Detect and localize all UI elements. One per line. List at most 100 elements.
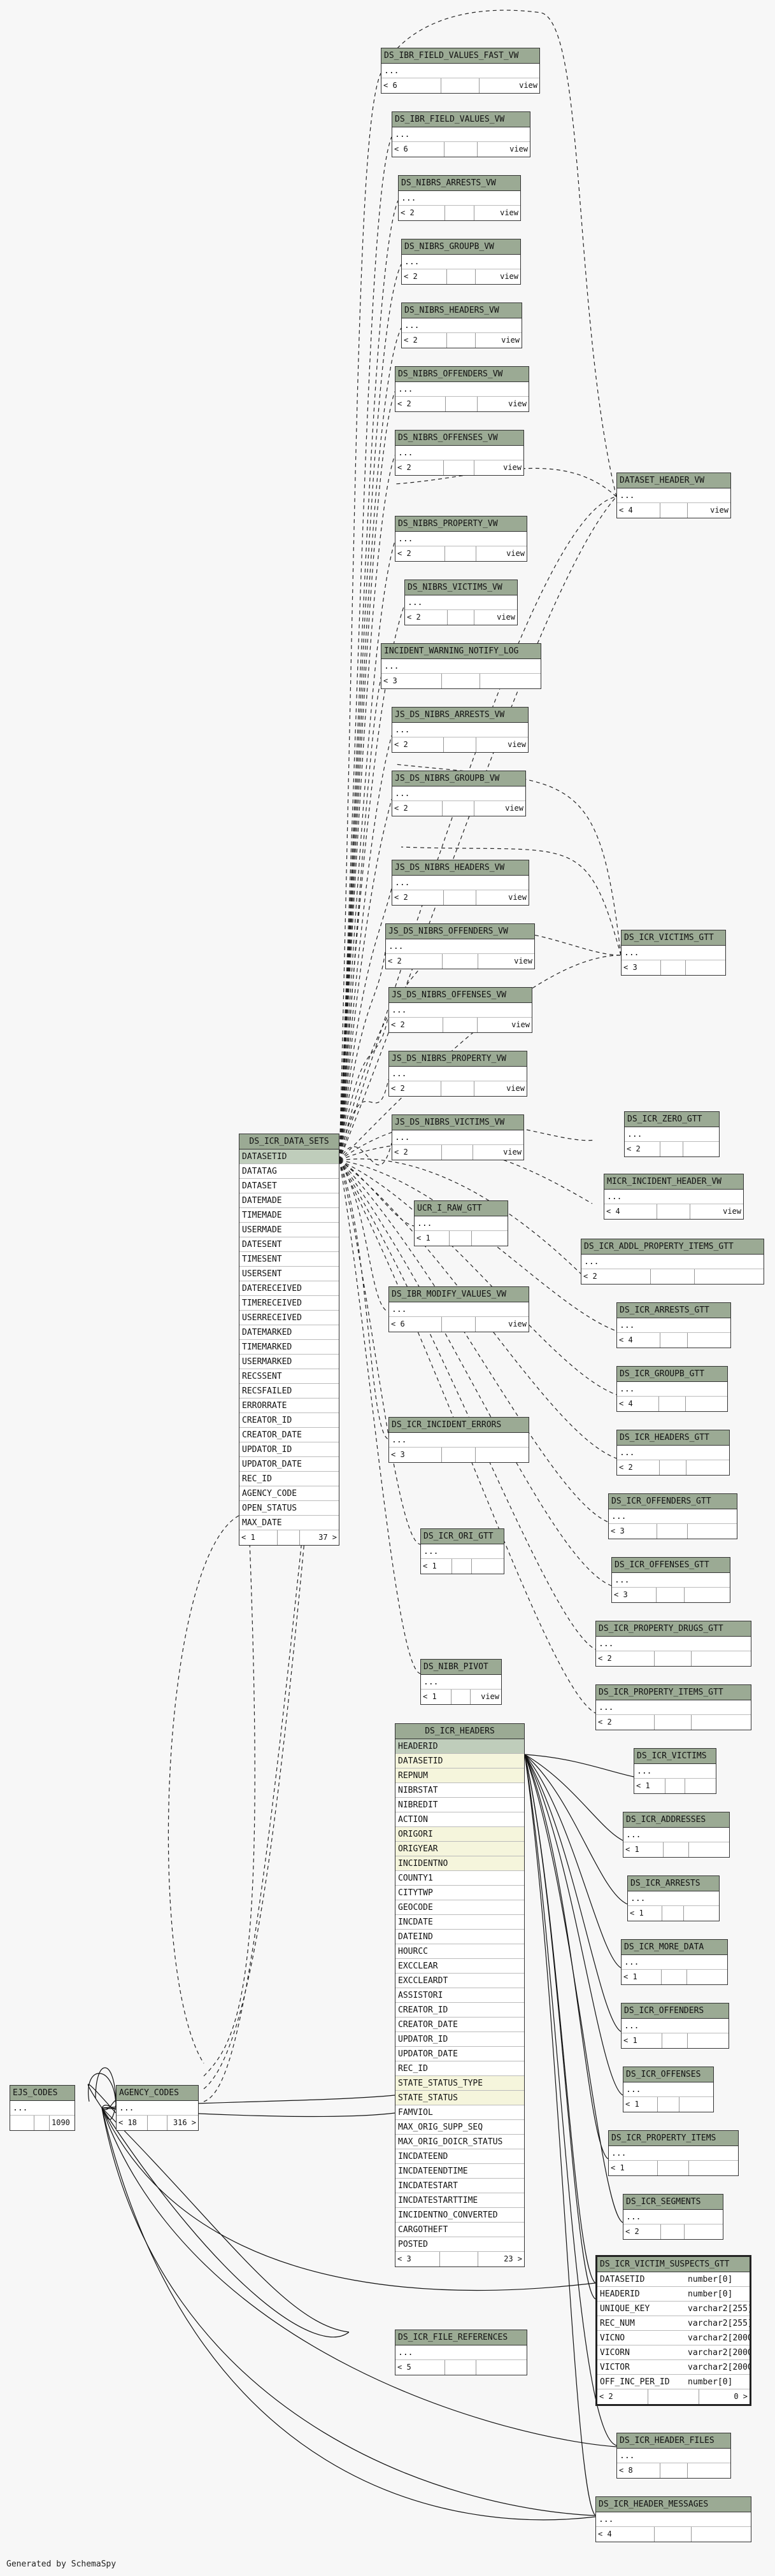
table-stats: < 1 — [622, 1970, 727, 1984]
table-name: MICR_INCIDENT_HEADER_VW — [604, 1174, 743, 1190]
table-arrs[interactable]: DS_ICR_ARRESTS...< 1 — [627, 1875, 720, 1921]
column-placeholder: ... — [622, 946, 725, 960]
table-hfil[interactable]: DS_ICR_HEADER_FILES...< 8 — [616, 2433, 731, 2479]
column-placeholder: ... — [622, 2019, 729, 2033]
table-stats: < 1 — [623, 1842, 729, 1857]
table-prit[interactable]: DS_ICR_PROPERTY_ITEMS...< 1 — [608, 2130, 739, 2176]
table-argt[interactable]: DS_ICR_ARRESTS_GTT...< 4 — [616, 1302, 731, 1348]
column-dateind: DATEIND — [395, 1930, 524, 1944]
table-name: DS_ICR_HEADERS_GTT — [617, 1430, 729, 1446]
table-ejs[interactable]: EJS_CODES...1090 > — [10, 2085, 75, 2131]
column-placeholder: ... — [617, 1446, 729, 1460]
table-fref[interactable]: DS_ICR_FILE_REFERENCES...< 5 — [395, 2330, 527, 2375]
table-name: EJS_CODES — [10, 2086, 75, 2101]
table-offs[interactable]: DS_ICR_OFFENSES...< 1 — [623, 2067, 714, 2112]
table-name: DS_NIBRS_HEADERS_VW — [402, 303, 522, 318]
table-segs[interactable]: DS_ICR_SEGMENTS...< 2 — [623, 2194, 723, 2240]
table-offd[interactable]: DS_ICR_OFFENDERS...< 1 — [621, 2003, 729, 2049]
table-vics[interactable]: DS_ICR_VICTIMS...< 1 — [634, 1748, 716, 1794]
table-pdgt[interactable]: DS_ICR_PROPERTY_DRUGS_GTT...< 2 — [595, 1621, 751, 1667]
table-hmsg[interactable]: DS_ICR_HEADER_MESSAGES...< 4 — [595, 2496, 751, 2542]
table-hdgt[interactable]: DS_ICR_HEADERS_GTT...< 2 — [616, 1430, 730, 1476]
table-grgt[interactable]: DS_ICR_GROUPB_GTT...< 4 — [616, 1366, 728, 1412]
column-placeholder: ... — [381, 64, 539, 78]
table-name: DS_NIBRS_VICTIMS_VW — [405, 580, 517, 595]
column-datemarked: DATEMARKED — [239, 1325, 339, 1340]
table-vgtt[interactable]: DS_ICR_VICTIMS_GTT...< 3 — [621, 930, 726, 976]
table-addr[interactable]: DS_ICR_ADDRESSES...< 1 — [623, 1812, 730, 1858]
table-zero[interactable]: DS_ICR_ZERO_GTT...< 2 — [624, 1111, 720, 1157]
table-inerr[interactable]: DS_ICR_INCIDENT_ERRORS...< 3 — [388, 1417, 529, 1463]
column-exccleardt: EXCCLEARDT — [395, 1974, 524, 1988]
table-more[interactable]: DS_ICR_MORE_DATA...< 1 — [621, 1939, 728, 1985]
column-placeholder: ... — [399, 191, 520, 206]
column-placeholder: ... — [381, 659, 541, 674]
table-stats: < 4 — [617, 1397, 727, 1411]
table-stats: < 1 — [623, 2097, 713, 2112]
column-action: ACTION — [395, 1812, 524, 1827]
table-pigt[interactable]: DS_ICR_PROPERTY_ITEMS_GTT...< 2 — [595, 1684, 751, 1730]
table-name: DS_ICR_OFFENDERS — [622, 2003, 729, 2019]
column-placeholder: ... — [617, 2449, 730, 2463]
table-stats: < 3 — [381, 674, 541, 688]
column-placeholder: ... — [421, 1675, 501, 1690]
column-origori: ORIGORI — [395, 1827, 524, 1842]
column-usermarked: USERMARKED — [239, 1355, 339, 1369]
column-placeholder: ... — [395, 382, 529, 397]
table-osgt[interactable]: DS_ICR_OFFENSES_GTT...< 3 — [611, 1557, 730, 1603]
column-timesent: TIMESENT — [239, 1252, 339, 1267]
table-stats: < 2 — [596, 1651, 751, 1666]
table-stats: < 1 — [421, 1559, 504, 1574]
column-placeholder: ... — [628, 1891, 719, 1906]
column-placeholder: ... — [392, 1130, 523, 1145]
column-userreceived: USERRECEIVED — [239, 1311, 339, 1325]
table-adpr[interactable]: DS_ICR_ADDL_PROPERTY_ITEMS_GTT...< 2 — [581, 1239, 764, 1284]
table-uraw[interactable]: UCR_I_RAW_GTT...< 1 — [414, 1200, 508, 1246]
table-origt[interactable]: DS_ICR_ORI_GTT...< 1 — [420, 1528, 504, 1574]
generated-by-footer: Generated by SchemaSpy — [6, 2559, 117, 2569]
table-ofgt[interactable]: DS_ICR_OFFENDERS_GTT...< 3 — [608, 1493, 737, 1539]
column-creator-date: CREATOR_DATE — [239, 1428, 339, 1442]
table-iwnl[interactable]: INCIDENT_WARNING_NOTIFY_LOG...< 3 — [381, 643, 541, 689]
table-name: DS_ICR_OFFENSES — [623, 2067, 713, 2082]
column-incidentno-converted: INCIDENTNO_CONVERTED — [395, 2208, 524, 2223]
column-agency-code: AGENCY_CODE — [239, 1486, 339, 1501]
table-stats: < 5 — [395, 2360, 527, 2375]
column-nibrstat: NIBRSTAT — [395, 1783, 524, 1798]
column-excclear: EXCCLEAR — [395, 1959, 524, 1974]
column-errorrate: ERRORRATE — [239, 1398, 339, 1413]
